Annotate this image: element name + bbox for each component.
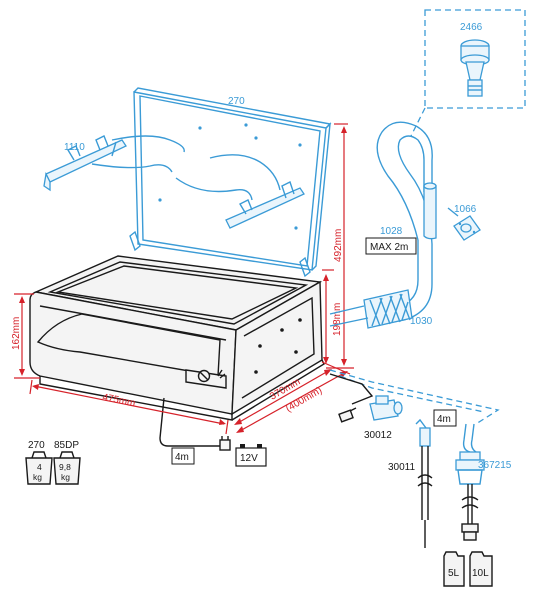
supply-dashed-lower bbox=[339, 375, 485, 413]
tank-5l: 5L bbox=[443, 551, 465, 587]
hose-assembly: 1066 1028 1030 bbox=[329, 121, 481, 329]
tank-10l-label: 10L bbox=[472, 568, 489, 579]
tank-10l: 10L bbox=[469, 551, 493, 587]
side-recess bbox=[241, 296, 315, 399]
tank-fitting-367215: 367215 bbox=[455, 423, 512, 541]
solenoid-valve-30012: 30012 bbox=[338, 395, 403, 441]
weight-model-b: 85DP bbox=[54, 440, 79, 451]
cut-symbol bbox=[417, 474, 433, 487]
label-270: 270 bbox=[228, 96, 245, 107]
inset-frame bbox=[424, 9, 526, 109]
cable-length-text: 4m bbox=[175, 452, 189, 463]
supply-dashed-upper bbox=[329, 369, 500, 425]
injector-30011: 30011 bbox=[388, 418, 433, 548]
tank-5l-label: 5L bbox=[448, 568, 460, 579]
battery-12v-icon: 12V bbox=[235, 444, 267, 467]
dim-198: 198mm bbox=[332, 303, 343, 336]
label-2466: 2466 bbox=[460, 22, 483, 33]
grill-base-edge bbox=[39, 376, 233, 421]
weight-b-icon: 9,8 kg bbox=[53, 451, 81, 485]
weight-a-num: 4 bbox=[37, 462, 42, 472]
weight-b-num: 9,8 bbox=[59, 462, 71, 472]
label-1030: 1030 bbox=[410, 316, 433, 327]
lid-side-edge bbox=[311, 122, 331, 271]
rack-rod-2 bbox=[91, 163, 173, 173]
hose-length-text: 4m bbox=[437, 414, 451, 425]
dim-475-line bbox=[33, 385, 225, 425]
supply-cable bbox=[329, 373, 374, 405]
label-30011: 30011 bbox=[388, 462, 416, 473]
voltage-text: 12V bbox=[240, 453, 258, 464]
braided-sleeve-1030 bbox=[363, 289, 413, 329]
rack-rod-4 bbox=[175, 177, 253, 201]
weight-a-unit: kg bbox=[33, 472, 42, 482]
label-1028: 1028 bbox=[380, 226, 403, 237]
label-30012: 30012 bbox=[364, 430, 392, 441]
rack-rod-3 bbox=[209, 154, 281, 191]
supply-line bbox=[329, 369, 500, 425]
hose-length-box: 4m bbox=[433, 409, 457, 427]
plug-icon bbox=[219, 439, 231, 451]
control-knob-icon[interactable] bbox=[185, 369, 227, 389]
rack-left-bar bbox=[45, 139, 127, 183]
weights: 270 85DP 4 kg 9,8 kg bbox=[25, 440, 81, 485]
inset-leader bbox=[410, 107, 426, 137]
hinge-left bbox=[129, 230, 141, 252]
dim-400-line bbox=[237, 371, 347, 433]
hinge-right bbox=[299, 256, 311, 278]
cable-length-box: 4m bbox=[171, 447, 195, 465]
inset-2466: 2466 bbox=[410, 9, 526, 137]
front-inset-panel bbox=[36, 313, 221, 377]
cable-line bbox=[159, 397, 220, 447]
hose-pipe-end bbox=[423, 185, 437, 240]
dim-162: 162mm bbox=[11, 317, 22, 350]
rack-right-bar bbox=[225, 187, 305, 229]
grill-top-recess bbox=[47, 261, 309, 325]
dim-370-line bbox=[235, 369, 331, 425]
valve-2466-icon bbox=[460, 39, 490, 97]
lid-270: 270 bbox=[129, 87, 332, 278]
hose-loop-1028 bbox=[376, 121, 433, 241]
hose-connector bbox=[329, 305, 369, 327]
lid-panel-inner bbox=[139, 95, 321, 267]
lid-top-edge bbox=[133, 87, 332, 129]
weight-b-unit: kg bbox=[61, 472, 70, 482]
dim-492: 492mm bbox=[333, 229, 344, 262]
max-length-text: MAX 2m bbox=[370, 242, 408, 253]
label-1110: 1110 bbox=[64, 142, 85, 153]
water-tanks: 5L 10L bbox=[443, 551, 493, 587]
weight-a-icon: 4 kg bbox=[25, 451, 53, 485]
weight-model-a: 270 bbox=[28, 440, 45, 451]
label-367215: 367215 bbox=[478, 460, 512, 471]
power-cable bbox=[159, 397, 231, 451]
max-length-box: MAX 2m bbox=[365, 237, 417, 255]
label-1066: 1066 bbox=[454, 204, 477, 215]
rack-rod-1 bbox=[111, 135, 185, 153]
flange-1066-icon bbox=[453, 215, 481, 241]
rack-1110: 1110 bbox=[43, 135, 305, 229]
